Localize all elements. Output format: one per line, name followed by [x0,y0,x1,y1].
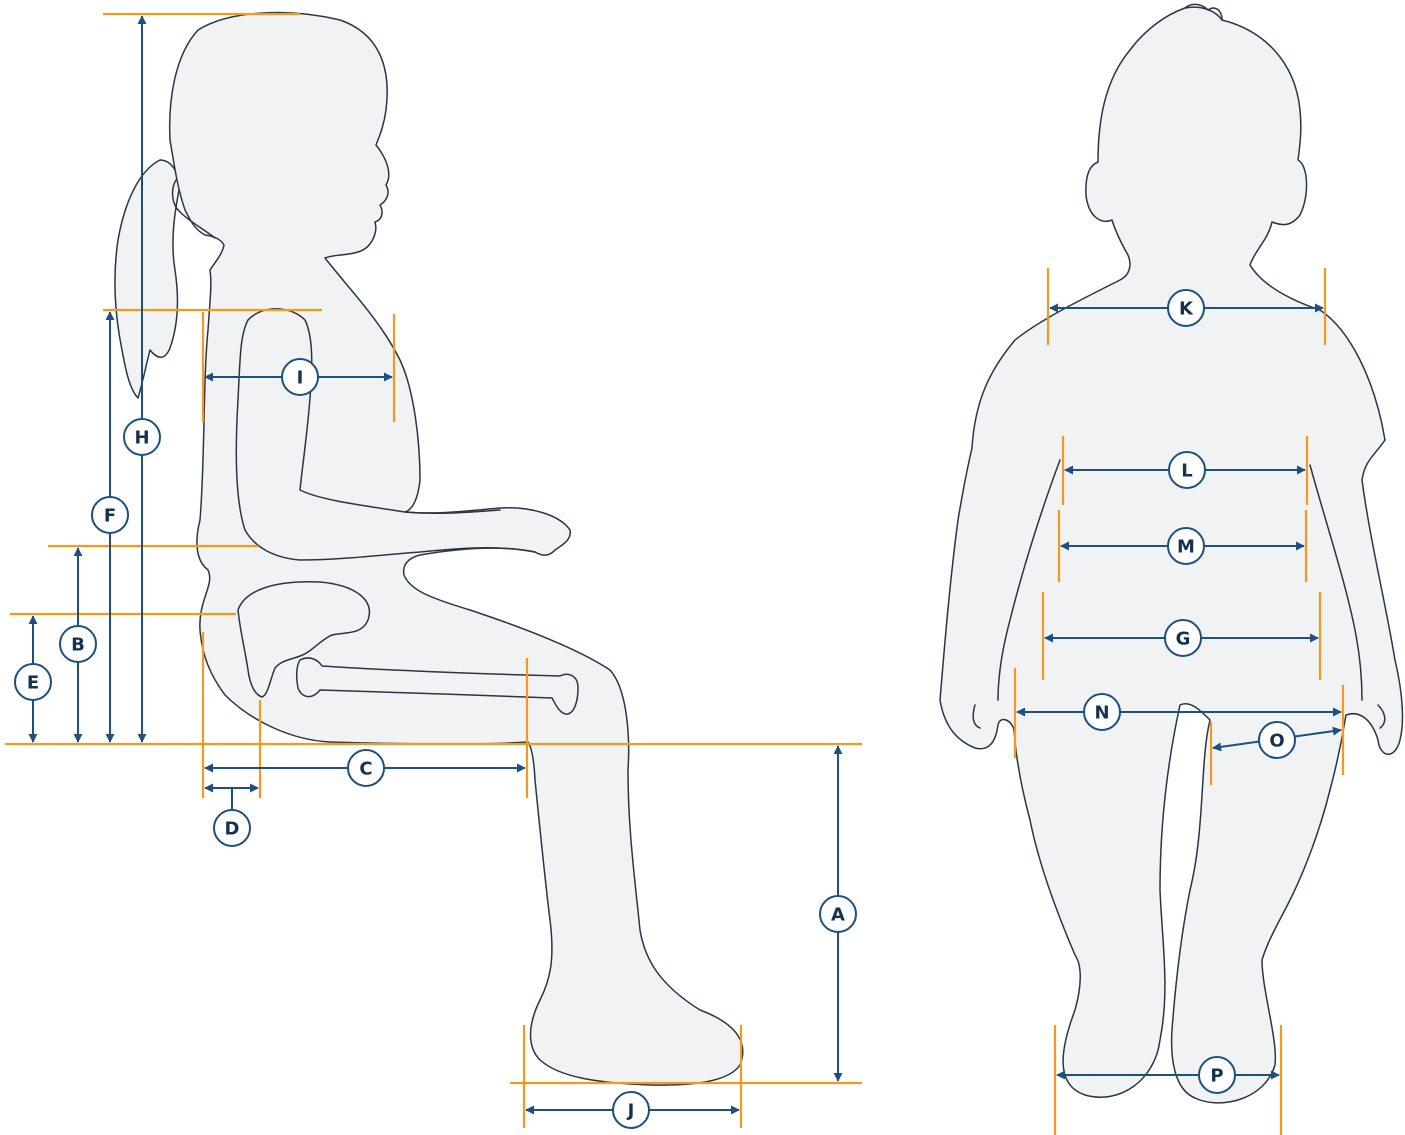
badge-b: B [60,626,96,662]
label-d: D [225,819,240,840]
badge-j: J [613,1092,649,1128]
badge-o: O [1259,722,1295,758]
label-e: E [27,673,39,694]
side-view-figure [115,13,743,1086]
label-n: N [1094,703,1109,724]
badge-h: H [124,419,160,455]
label-a: A [831,905,845,926]
label-o: O [1269,731,1284,752]
label-p: P [1210,1066,1223,1087]
ponytail-shape [115,160,180,398]
badge-g: G [1165,620,1201,656]
badge-a: A [820,896,856,932]
badge-f: F [92,497,128,533]
label-f: F [104,506,116,527]
badge-l: L [1169,452,1205,488]
badge-c: C [348,750,384,786]
badge-d: D [214,810,250,846]
label-m: M [1177,537,1195,558]
label-g: G [1176,629,1191,650]
label-l: L [1181,461,1192,482]
label-c: C [359,759,372,780]
badge-k: K [1168,290,1204,326]
label-b: B [71,635,85,656]
label-j: J [626,1101,635,1122]
label-k: K [1179,299,1194,320]
label-h: H [134,428,149,449]
label-i: I [297,368,304,389]
badge-i: I [282,359,318,395]
badge-n: N [1084,694,1120,730]
badge-p: P [1199,1057,1235,1093]
badge-e: E [15,664,51,700]
badge-m: M [1168,528,1204,564]
